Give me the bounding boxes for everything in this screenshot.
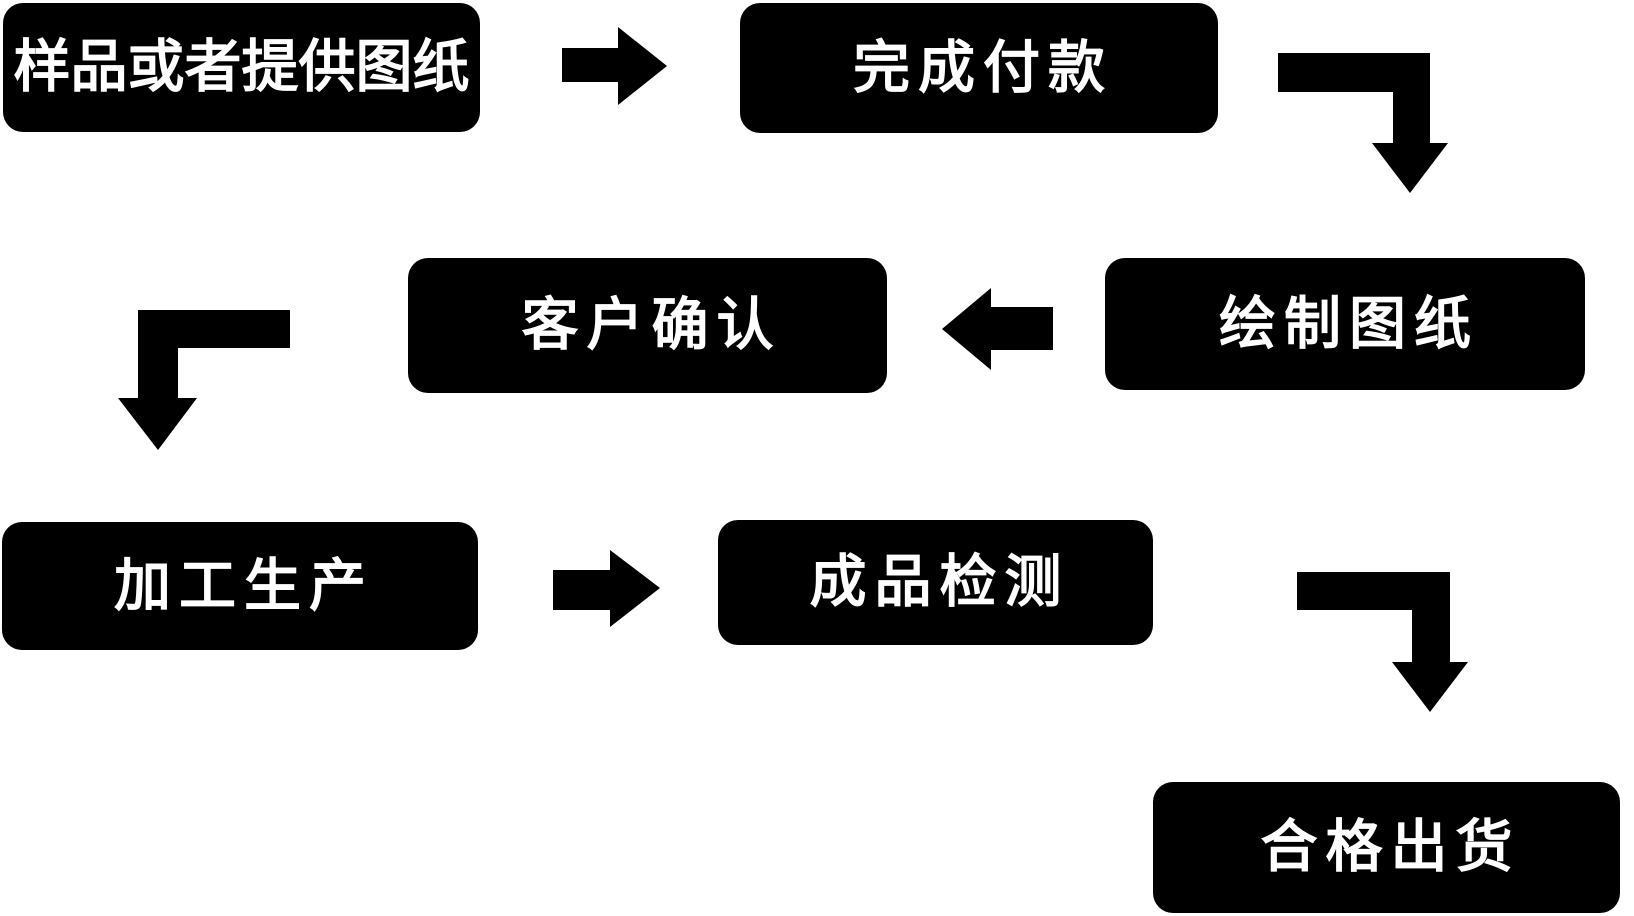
flow-node-complete-payment: 完成付款 xyxy=(740,3,1218,133)
arrow-left-icon xyxy=(942,288,1053,370)
arrow-right-icon xyxy=(553,550,660,627)
arrow-right-icon xyxy=(562,27,667,105)
flow-node-customer-confirmation-label: 客户确认 xyxy=(521,292,782,358)
flow-node-complete-payment-label: 完成付款 xyxy=(853,34,1113,101)
flow-node-draw-drawings: 绘制图纸 xyxy=(1105,258,1585,390)
flow-node-product-inspection-label: 成品检测 xyxy=(809,549,1070,615)
arrow-elbow-down-left-icon xyxy=(118,310,290,450)
flow-node-customer-confirmation: 客户确认 xyxy=(408,258,887,393)
arrow-elbow-right-down-icon xyxy=(1297,572,1468,712)
flow-node-sample-or-drawings-label: 样品或者提供图纸 xyxy=(13,34,470,100)
flow-node-qualified-shipment-label: 合格出货 xyxy=(1260,814,1521,880)
flow-node-draw-drawings-label: 绘制图纸 xyxy=(1219,290,1479,357)
flow-node-processing-production: 加工生产 xyxy=(2,522,478,650)
flow-node-qualified-shipment: 合格出货 xyxy=(1153,782,1620,913)
arrow-elbow-right-down-icon xyxy=(1278,53,1448,193)
flow-node-processing-production-label: 加工生产 xyxy=(114,552,374,619)
flow-node-sample-or-drawings: 样品或者提供图纸 xyxy=(3,3,480,132)
flow-node-product-inspection: 成品检测 xyxy=(718,520,1153,645)
